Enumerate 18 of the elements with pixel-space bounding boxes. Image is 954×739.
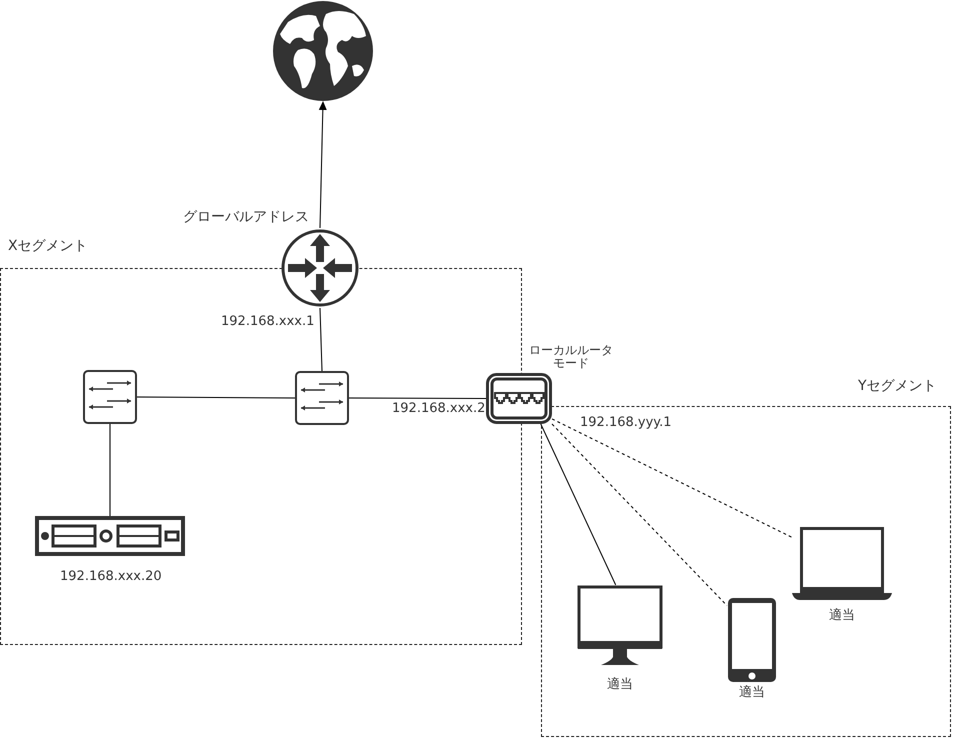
ip-address-label: 192.168.yyy.1	[580, 415, 672, 431]
connector-line	[348, 398, 486, 399]
connector-line	[136, 396, 296, 398]
connector-line	[318, 101, 327, 228]
connector-line	[320, 308, 322, 372]
connector-line	[552, 424, 728, 606]
segment-heading: Xセグメント	[8, 238, 88, 255]
device-label: ローカルルータモード	[528, 344, 614, 370]
connector-line	[552, 418, 792, 538]
ip-address-label: 192.168.xxx.2	[392, 401, 486, 417]
address-label: グローバルアドレス	[183, 209, 309, 226]
ip-address-label: 192.168.xxx.1	[221, 314, 314, 330]
device-label: 適当	[606, 677, 634, 693]
device-label: 適当	[738, 685, 766, 701]
device-label: 適当	[828, 608, 856, 624]
ip-address-label: 192.168.xxx.20	[60, 569, 162, 585]
segment-heading: Yセグメント	[858, 378, 937, 395]
connector-line	[540, 424, 616, 586]
